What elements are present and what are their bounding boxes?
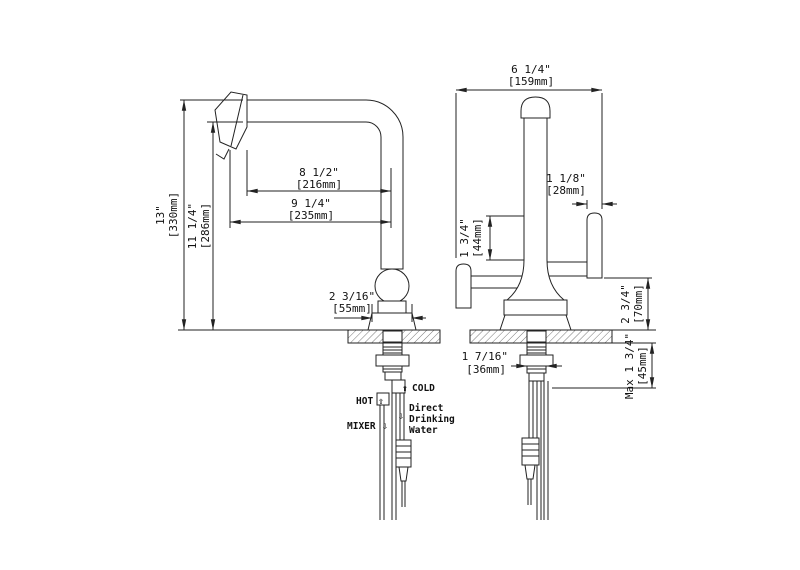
dim-spout-height-in: 11 1/4" (186, 203, 199, 249)
dim-spout-height-mm: [286mm] (199, 203, 212, 249)
hot-up-arrow-icon: ⇧ (378, 396, 384, 407)
front-mounting-nut (519, 354, 554, 367)
front-base-flange (499, 314, 572, 331)
side-under-deck (375, 330, 412, 520)
dim-overall-reach-in: 9 1/4" (291, 197, 331, 210)
side-view: ⇧ COLD HOT ⇧ ⇩ Direct Drinking Water MIX… (154, 91, 455, 520)
side-spout-body (245, 99, 404, 270)
dim-base-height-mm: [70mm] (632, 284, 645, 324)
cold-label: COLD (412, 383, 435, 394)
side-hose-fitting (395, 439, 412, 468)
dim-max-deck-mm: [45mm] (636, 346, 649, 386)
dim-shank-mm: [36mm] (466, 363, 506, 376)
direct-drinking-label-line1: Direct (409, 403, 443, 414)
dim-spout-reach-in: 8 1/2" (299, 166, 339, 179)
side-valve-hot (376, 392, 390, 406)
front-right-handle-arm (546, 261, 588, 277)
front-left-handle-arm (470, 275, 525, 289)
dim-base-height-in: 2 3/4" (619, 284, 632, 324)
dim-handle-width-in: 1 1/8" (546, 172, 586, 185)
dim-overall-reach-mm: [235mm] (288, 209, 334, 222)
front-hose-manifold (528, 372, 545, 382)
dim-overall-width-mm: [159mm] (508, 75, 554, 88)
mixer-down-arrow-icon: ⇩ (382, 421, 388, 432)
dim-overall-width-in: 6 1/4" (511, 63, 551, 76)
cold-up-arrow-icon: ⇧ (402, 383, 408, 394)
dim-handle-width-mm: [28mm] (546, 184, 586, 197)
side-fitting-taper (398, 466, 409, 482)
direct-drinking-label-line2: Drinking (409, 414, 455, 425)
front-dimensions: 6 1/4" [159mm] 1 1/8" [28mm] 1 3/4" [44m… (455, 63, 656, 399)
side-spray-hook (215, 148, 230, 160)
side-joint-ball (374, 268, 410, 304)
direct-drinking-label-line3: Water (409, 425, 438, 436)
front-counter-gap (526, 330, 547, 343)
front-top-cap (520, 96, 551, 119)
front-view: 6 1/4" [159mm] 1 1/8" [28mm] 1 3/4" [44m… (455, 63, 656, 520)
front-hose-fitting (521, 437, 540, 466)
drinking-down-arrow-icon: ⇩ (398, 411, 404, 422)
hot-label: HOT (356, 396, 373, 407)
front-fitting-taper (524, 464, 536, 480)
mixer-label: MIXER (347, 421, 376, 432)
dim-overall-height-mm: [330mm] (167, 192, 180, 238)
side-mounting-nut (375, 354, 410, 367)
side-base-flange (367, 312, 417, 331)
side-base-neck (377, 300, 407, 314)
front-left-handle-lever (455, 263, 472, 309)
front-under-deck (519, 330, 554, 520)
dim-shank-in: 1 7/16" (462, 350, 508, 363)
dim-overall-height-in: 13" (154, 205, 167, 225)
side-dimensions: 8 1/2" [216mm] 9 1/4" [235mm] 13" [330mm… (154, 99, 426, 331)
front-hoses (528, 381, 549, 520)
side-hose-manifold (384, 371, 402, 381)
front-base (503, 299, 568, 316)
dim-max-deck-in: Max 1 3/4" (623, 333, 636, 399)
side-spray-seam (230, 94, 244, 147)
dim-spout-reach-mm: [216mm] (296, 178, 342, 191)
side-spray-head (214, 91, 248, 150)
side-valve-cold (391, 379, 406, 394)
front-right-handle-lever (586, 212, 603, 279)
dim-base-width-in: 2 3/16" (329, 290, 375, 303)
dim-handle-height-in: 1 3/4" (458, 218, 471, 258)
dim-handle-height-mm: [44mm] (471, 218, 484, 258)
side-counter-gap (382, 330, 403, 343)
side-supply-labels: ⇧ COLD HOT ⇧ ⇩ Direct Drinking Water MIX… (347, 383, 455, 436)
dim-base-width-mm: [55mm] (332, 302, 372, 315)
